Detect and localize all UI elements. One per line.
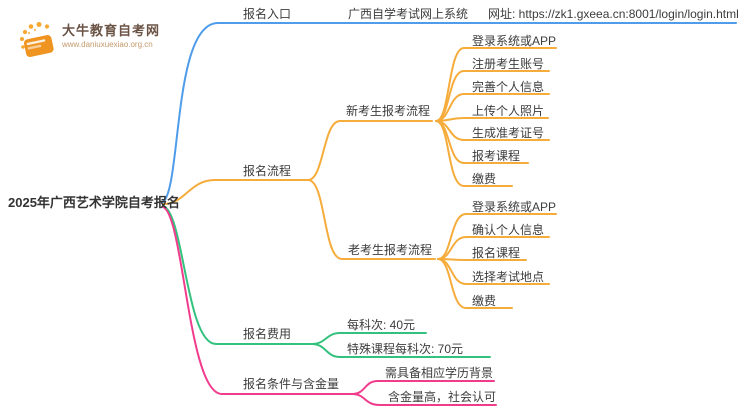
node-old-step-choose-site[interactable]: 选择考试地点 (472, 270, 545, 284)
node-new-step-complete-info[interactable]: 完善个人信息 (472, 80, 545, 94)
node-entry[interactable]: 报名入口 (243, 7, 292, 21)
node-entry-url[interactable]: 网址: https://zk1.gxeea.cn:8001/login/logi… (488, 7, 739, 21)
node-new-step-choose-courses[interactable]: 报考课程 (472, 149, 521, 163)
node-new-step-upload-photo[interactable]: 上传个人照片 (472, 104, 545, 118)
node-entry-system[interactable]: 广西自学考试网上系统 (348, 7, 469, 21)
node-old-step-pay[interactable]: 缴费 (472, 294, 497, 308)
logo-url: www.daniuxuexiao.org.cn (62, 40, 153, 49)
branch-entry-lines (161, 22, 737, 204)
node-condition-education[interactable]: 需具备相应学历背景 (385, 366, 494, 380)
node-process[interactable]: 报名流程 (243, 164, 292, 178)
node-condition-value[interactable]: 含金量高，社会认可 (388, 390, 497, 404)
node-old-step-enroll-courses[interactable]: 报名课程 (472, 246, 521, 260)
logo-title: 大牛教育自考网 (62, 23, 161, 38)
node-fee-special-course[interactable]: 特殊课程每科次: 70元 (347, 342, 464, 356)
node-old-examinee-flow[interactable]: 老考生报考流程 (348, 243, 433, 257)
branch-process-lines (162, 47, 557, 309)
node-new-step-pay[interactable]: 缴费 (472, 172, 497, 186)
branch-fee-lines (162, 205, 491, 358)
node-new-step-login[interactable]: 登录系统或APP (472, 34, 557, 48)
node-fee-per-course[interactable]: 每科次: 40元 (347, 318, 416, 332)
branch-condition-lines (162, 206, 497, 406)
node-fee[interactable]: 报名费用 (243, 327, 292, 341)
logo-book-icon (20, 22, 54, 57)
node-new-step-register[interactable]: 注册考生账号 (472, 57, 545, 71)
node-new-examinee-flow[interactable]: 新考生报考流程 (346, 104, 431, 118)
node-new-step-generate-id[interactable]: 生成准考证号 (472, 126, 545, 140)
site-logo[interactable]: 大牛教育自考网 www.daniuxuexiao.org.cn (18, 20, 160, 62)
node-condition[interactable]: 报名条件与含金量 (243, 377, 340, 391)
node-old-step-login[interactable]: 登录系统或APP (472, 200, 557, 214)
node-old-step-confirm-info[interactable]: 确认个人信息 (472, 223, 545, 237)
root-node[interactable]: 2025年广西艺术学院自考报名 (8, 195, 180, 210)
